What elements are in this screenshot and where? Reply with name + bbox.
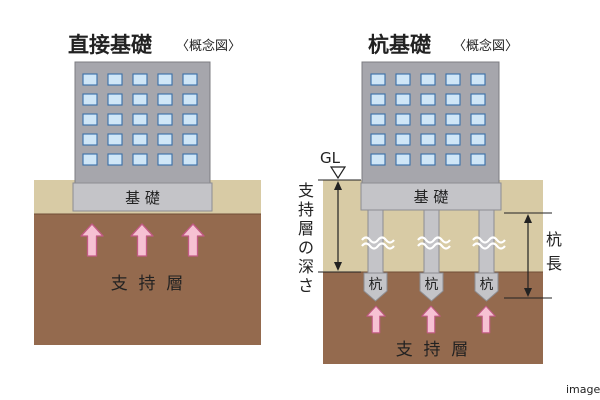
foundation-cap <box>360 182 502 211</box>
window <box>82 153 98 166</box>
window <box>82 93 98 106</box>
pile-foundation-panel: 杭基礎 〈概念図〉 基 礎 杭 杭 <box>298 33 562 364</box>
pile-length-dimension <box>504 212 552 299</box>
window <box>157 73 173 86</box>
window <box>370 93 386 106</box>
window <box>182 113 198 126</box>
bearing-depth-label: 支持層の深さ <box>298 181 314 295</box>
window <box>370 113 386 126</box>
window <box>420 73 436 86</box>
window <box>445 113 461 126</box>
window <box>132 153 148 166</box>
window <box>470 153 486 166</box>
break-mark <box>417 242 451 250</box>
window <box>107 73 123 86</box>
window <box>395 73 411 86</box>
window <box>157 93 173 106</box>
window <box>132 93 148 106</box>
window <box>132 113 148 126</box>
window <box>157 133 173 146</box>
window <box>370 73 386 86</box>
bearing-layer-label: 支 持 層 <box>396 340 469 360</box>
direct-foundation-panel: 直接基礎 〈概念図〉 基 礎 支 持 層 <box>34 33 261 345</box>
pile-foundation-title: 杭基礎 <box>368 33 431 57</box>
window <box>157 153 173 166</box>
window <box>445 153 461 166</box>
window <box>182 93 198 106</box>
window <box>470 93 486 106</box>
window <box>395 133 411 146</box>
pile: 杭 <box>361 209 395 302</box>
bearing-depth-dimension <box>318 179 361 273</box>
break-mark <box>472 242 506 250</box>
pile-tip <box>474 272 499 302</box>
window <box>470 73 486 86</box>
direct-foundation-title: 直接基礎 <box>68 33 152 57</box>
window <box>182 133 198 146</box>
window <box>470 113 486 126</box>
window <box>107 153 123 166</box>
foundation-label: 基 礎 <box>414 188 449 206</box>
window <box>445 93 461 106</box>
window <box>370 133 386 146</box>
break-mark <box>472 236 506 244</box>
window <box>420 133 436 146</box>
direct-foundation-subtitle: 〈概念図〉 <box>176 38 241 54</box>
break-mark <box>417 236 451 244</box>
window <box>445 133 461 146</box>
window <box>107 133 123 146</box>
pile: 杭 <box>472 209 506 302</box>
window <box>182 153 198 166</box>
pile-foundation-subtitle: 〈概念図〉 <box>453 38 518 54</box>
pile-length-label: 杭長 <box>546 230 562 273</box>
break-mark <box>361 236 395 244</box>
break-mark <box>361 242 395 250</box>
window <box>420 153 436 166</box>
window <box>395 113 411 126</box>
pile-label: 杭 <box>480 277 494 293</box>
window <box>82 113 98 126</box>
bearing-layer-label: 支 持 層 <box>111 274 184 294</box>
ground-level-label: GL <box>320 149 341 167</box>
window <box>107 113 123 126</box>
building-windows <box>370 73 486 166</box>
window <box>157 113 173 126</box>
window <box>132 133 148 146</box>
foundation-slab <box>72 182 213 212</box>
pile-label: 杭 <box>425 277 439 293</box>
pile: 杭 <box>417 209 451 302</box>
window <box>445 73 461 86</box>
window <box>395 153 411 166</box>
window <box>82 73 98 86</box>
pile-tip <box>363 272 388 302</box>
foundation-label: 基 礎 <box>125 189 160 207</box>
window <box>370 153 386 166</box>
pile-tip <box>419 272 444 302</box>
window <box>107 93 123 106</box>
window <box>470 133 486 146</box>
window <box>182 73 198 86</box>
ground-level-marker <box>329 166 347 180</box>
window <box>420 93 436 106</box>
image-note: image <box>566 383 600 396</box>
building-windows <box>82 73 198 166</box>
window <box>420 113 436 126</box>
window <box>395 93 411 106</box>
window <box>82 133 98 146</box>
window <box>132 73 148 86</box>
pile-label: 杭 <box>369 277 383 293</box>
